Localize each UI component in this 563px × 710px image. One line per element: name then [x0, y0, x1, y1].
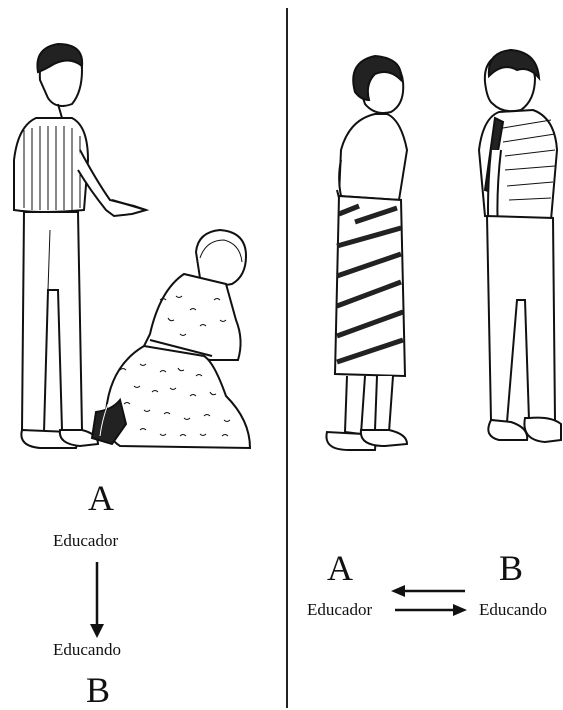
educador-label: Educador [307, 601, 372, 619]
kneeling-woman-figure [92, 230, 250, 448]
educador-label: Educador [53, 532, 118, 550]
educando-label: Educando [479, 601, 547, 619]
educando-label: Educando [53, 641, 121, 659]
standing-man-figure [479, 50, 561, 442]
learner-letter-b: B [86, 672, 110, 708]
right-illustration [289, 0, 563, 470]
educator-letter-a: A [327, 550, 353, 586]
standing-woman-figure [326, 56, 407, 450]
learner-letter-b: B [499, 550, 523, 586]
educator-letter-a: A [88, 480, 114, 516]
arrow-to-educando [395, 604, 467, 616]
right-panel: A B Educador Educando [289, 0, 563, 708]
panel-divider [286, 8, 288, 708]
left-illustration [0, 0, 286, 470]
left-panel: A Educador Educando B [0, 0, 286, 708]
arrow-to-educator [391, 585, 465, 597]
